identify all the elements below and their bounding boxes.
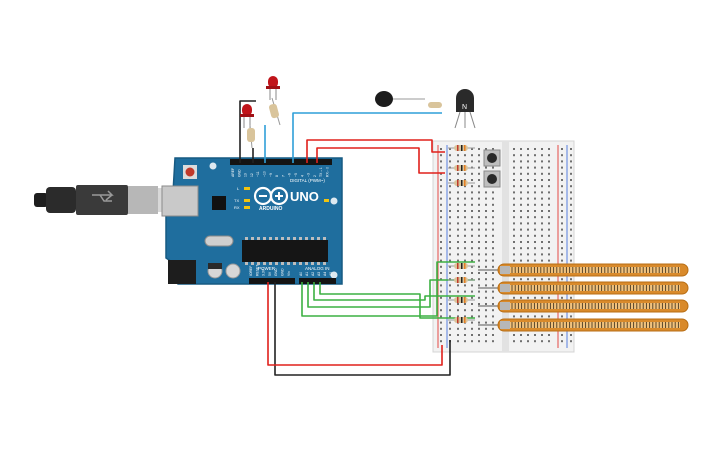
- digital-pin-label: ~11: [256, 171, 260, 177]
- wire-red-5v-top[interactable]: [306, 139, 445, 163]
- analog-header-label: ANALOG IN: [305, 266, 330, 271]
- digital-pin-label: RX←0: [326, 167, 330, 177]
- power-pin-label: RESET: [255, 265, 259, 276]
- npn-transistor[interactable]: N: [454, 89, 476, 129]
- breadboard-resistor[interactable]: [448, 263, 475, 269]
- wire-red-5v-bottom[interactable]: [267, 282, 443, 366]
- power-led: [324, 199, 329, 202]
- breadboard-resistor[interactable]: [448, 277, 475, 283]
- power-header[interactable]: [249, 278, 295, 284]
- board-brand-uno: UNO: [290, 189, 319, 204]
- arduino-logo: [253, 186, 289, 206]
- analog-pin-label: A1: [305, 272, 309, 276]
- led-resistor-2[interactable]: [247, 124, 255, 149]
- led-tx-label: TX: [234, 198, 239, 203]
- power-pin-label: 5V: [268, 271, 272, 276]
- analog-pin-label: A0: [299, 272, 303, 276]
- digital-pin-label: ~9: [269, 173, 273, 177]
- digital-pin-label: 2: [313, 175, 317, 177]
- breadboard-resistor[interactable]: [448, 180, 475, 186]
- vibration-motor[interactable]: [375, 91, 425, 107]
- flex-sensor-3[interactable]: [478, 299, 689, 313]
- led-rx-label: RX: [234, 205, 240, 210]
- breadboard-resistor[interactable]: [448, 145, 475, 151]
- power-pin-label: GND: [281, 268, 285, 276]
- power-pin-label: Vin: [287, 271, 291, 276]
- flex-sensor-2[interactable]: [478, 281, 689, 295]
- board-brand-arduino: ARDUINO: [259, 206, 282, 212]
- usb-cable[interactable]: [34, 185, 182, 215]
- led-l-label: L: [237, 186, 240, 191]
- wire-black-gnd-bottom[interactable]: [274, 282, 451, 376]
- wire-green-a3[interactable]: [319, 282, 475, 319]
- analog-pin-label: A5: [329, 272, 333, 276]
- breadboard-resistor[interactable]: [448, 297, 475, 303]
- power-header-label: POWER: [258, 266, 276, 271]
- digital-header-label: DIGITAL (PWM~): [290, 178, 325, 183]
- red-led-2[interactable]: [240, 104, 254, 128]
- digital-pin-label: 12: [250, 173, 254, 177]
- wires: [239, 100, 475, 376]
- flex-sensor-4[interactable]: [478, 318, 689, 332]
- wire-red-pin2[interactable]: [316, 147, 445, 174]
- wire-green-a1[interactable]: [307, 279, 475, 308]
- digital-pin-label: 4: [300, 175, 304, 177]
- breadboard-resistor[interactable]: [448, 317, 475, 323]
- digital-pin-label: ~3: [307, 173, 311, 177]
- led-resistor-1[interactable]: [268, 97, 281, 126]
- digital-pin-label: ~10: [263, 171, 267, 177]
- digital-pin-label: GND: [237, 169, 241, 177]
- transistor-resistor[interactable]: [428, 102, 442, 108]
- power-pin-label: IOREF: [249, 266, 253, 276]
- breadboard-resistor[interactable]: [448, 165, 475, 171]
- digital-pin-label: ~6: [288, 173, 292, 177]
- wire-green-a2[interactable]: [313, 282, 475, 301]
- digital-pin-label: AREF: [231, 168, 235, 177]
- led-tx-indicator: [244, 199, 250, 202]
- power-pin-label: GND: [274, 268, 278, 276]
- power-pin-label: 3.3V: [262, 268, 266, 276]
- analog-pin-label: A2: [311, 272, 315, 276]
- pushbutton-1[interactable]: [483, 149, 501, 167]
- analog-pin-label: A4: [323, 272, 327, 276]
- digital-pin-label: 13: [244, 173, 248, 177]
- digital-pin-label: 8: [275, 175, 279, 177]
- analog-pin-label: A3: [317, 272, 321, 276]
- led-l-indicator: [244, 187, 250, 190]
- flex-sensor-1[interactable]: [478, 263, 689, 277]
- wire-black-led-gnd[interactable]: [239, 100, 256, 163]
- wire-green-a0[interactable]: [301, 261, 475, 317]
- microcontroller-chip: [242, 237, 328, 265]
- pushbutton-2[interactable]: [483, 170, 501, 188]
- red-led-1[interactable]: [266, 76, 280, 100]
- wire-blue-motor[interactable]: [292, 112, 442, 163]
- transistor-label: N: [462, 104, 467, 111]
- led-rx-indicator: [244, 206, 250, 209]
- analog-header[interactable]: [299, 278, 336, 284]
- digital-pin-label: TX→1: [319, 167, 323, 177]
- digital-pin-label: 7: [281, 175, 285, 177]
- digital-pin-label: ~5: [294, 173, 298, 177]
- digital-header[interactable]: [230, 159, 332, 165]
